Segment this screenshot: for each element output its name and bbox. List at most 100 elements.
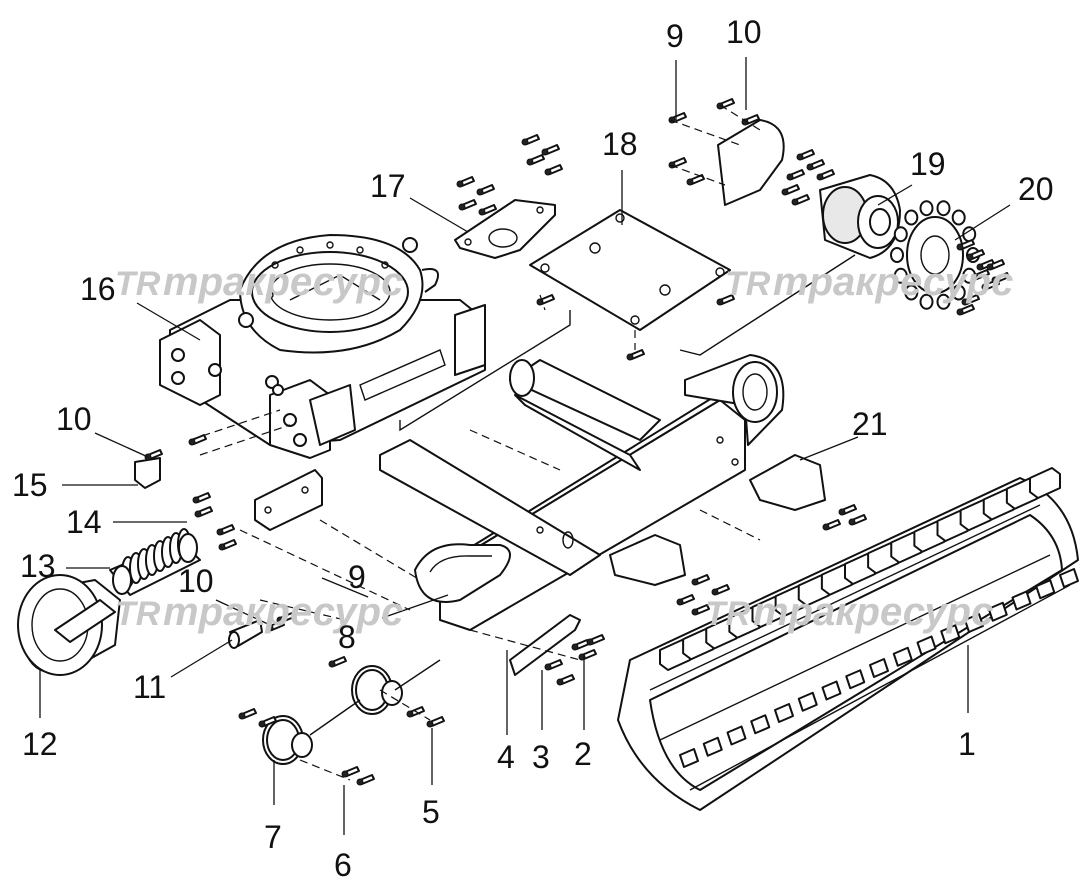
- sprocket-tooth: [893, 267, 908, 284]
- washer: [716, 298, 724, 306]
- washer: [822, 523, 830, 531]
- washer: [781, 188, 789, 196]
- washer: [541, 148, 549, 156]
- washer: [956, 243, 964, 251]
- callout-10-upper: 10: [726, 14, 762, 50]
- washer: [686, 178, 694, 186]
- washer: [276, 616, 284, 624]
- washer: [956, 308, 964, 316]
- washer: [521, 138, 529, 146]
- track-lug: [940, 624, 961, 645]
- rollers: [262, 665, 403, 765]
- track-frame: [379, 354, 785, 631]
- washer: [786, 173, 794, 181]
- track-lug: [1035, 579, 1056, 600]
- callout-16: 16: [80, 271, 116, 307]
- sprocket-tooth: [951, 209, 966, 226]
- leader-lines: [39, 57, 1011, 835]
- upper-frame: [159, 234, 486, 459]
- washer: [991, 276, 999, 284]
- track-lug: [916, 635, 937, 656]
- washer: [571, 643, 579, 651]
- rubber-track: [617, 467, 1079, 811]
- bracket-plate: [454, 199, 556, 259]
- washer: [796, 153, 804, 161]
- callout-21: 21: [852, 406, 888, 442]
- washer: [716, 102, 724, 110]
- track-lug: [702, 736, 723, 757]
- washer: [426, 720, 434, 728]
- washer: [192, 496, 200, 504]
- idler-assembly: [17, 457, 263, 676]
- washer: [478, 208, 486, 216]
- track-lug: [679, 748, 699, 768]
- spring-end: [178, 533, 198, 563]
- watermark-text: тракресурс: [773, 260, 1013, 304]
- washer: [258, 720, 266, 728]
- callout-2: 2: [574, 736, 592, 772]
- callout-8: 8: [338, 619, 356, 655]
- sprocket-tooth: [904, 209, 919, 226]
- washer: [406, 710, 414, 718]
- callout-3: 3: [532, 739, 550, 775]
- watermark-logo: TR: [705, 595, 751, 633]
- track-lug: [1011, 590, 1032, 611]
- callouts: 1 2 3 4 5 6 7 8 9 9 10 10 10 11 12 13 14…: [12, 14, 1054, 883]
- track-lug: [774, 703, 794, 723]
- callout-1: 1: [958, 726, 976, 762]
- watermark-text: тракресурс: [163, 590, 403, 634]
- washer: [218, 543, 226, 551]
- watermark-2: TR тракресурс: [725, 260, 1013, 304]
- guards: [254, 454, 826, 676]
- sprocket-tooth: [890, 247, 904, 263]
- washer: [476, 188, 484, 196]
- callout-19: 19: [910, 146, 946, 182]
- bolts: [144, 98, 1010, 786]
- washer: [791, 198, 799, 206]
- washer: [586, 638, 594, 646]
- callout-9-upper: 9: [666, 18, 684, 54]
- callout-17: 17: [370, 168, 406, 204]
- washer: [341, 770, 349, 778]
- washer: [328, 660, 336, 668]
- washer: [848, 518, 856, 526]
- callout-12: 12: [22, 726, 58, 762]
- callout-10-left: 10: [56, 401, 92, 437]
- track-pads: [659, 467, 1079, 768]
- watermark-4: TR тракресурс: [705, 590, 993, 634]
- sprocket-tooth: [919, 200, 934, 217]
- callout-5: 5: [422, 794, 440, 830]
- spring-end: [112, 565, 132, 595]
- washer: [691, 578, 699, 586]
- watermark-3: TR тракресурс: [115, 590, 403, 634]
- washer: [961, 298, 969, 306]
- watermark-logo: TR: [725, 265, 771, 303]
- track-lug: [964, 613, 984, 633]
- track-lug: [845, 669, 866, 690]
- assembly-lines: [189, 104, 856, 781]
- washer: [556, 678, 564, 686]
- callout-7: 7: [264, 819, 282, 855]
- washer: [526, 158, 534, 166]
- washer: [456, 180, 464, 188]
- track-lug: [797, 691, 818, 712]
- callout-15: 15: [12, 467, 48, 503]
- washer: [986, 263, 994, 271]
- watermark-logo: TR: [115, 265, 161, 303]
- track-lug: [987, 601, 1008, 622]
- track-lug: [1059, 568, 1079, 588]
- washer: [966, 253, 974, 261]
- washer: [711, 588, 719, 596]
- washer: [676, 598, 684, 606]
- callout-11: 11: [133, 669, 166, 705]
- callout-14: 14: [66, 504, 102, 540]
- washer: [816, 173, 824, 181]
- callout-18: 18: [602, 126, 638, 162]
- washer: [458, 203, 466, 211]
- track-shoe: [1029, 467, 1061, 499]
- washer: [544, 168, 552, 176]
- sprocket-tooth: [951, 284, 966, 301]
- washer: [544, 663, 552, 671]
- sprocket-tooth: [904, 284, 919, 301]
